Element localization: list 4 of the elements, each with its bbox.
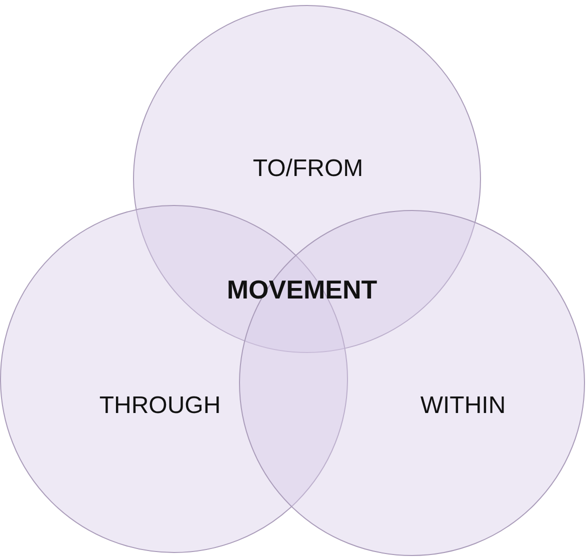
circle-label: THROUGH xyxy=(99,392,221,420)
circle-label: WITHIN xyxy=(420,392,506,420)
circle-label: TO/FROM xyxy=(252,155,364,183)
center-label: MOVEMENT xyxy=(226,274,378,306)
